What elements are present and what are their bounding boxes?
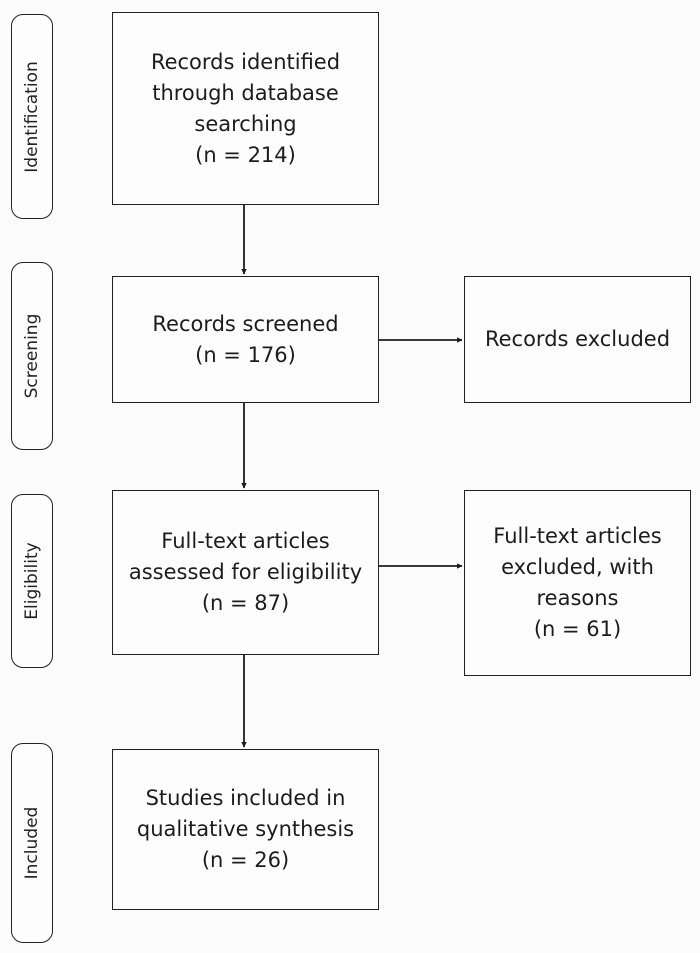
- stage-included: Included: [11, 743, 53, 943]
- records-excluded-line-1: Records excluded: [484, 327, 671, 351]
- records-screened-box: Records screened (n = 176): [112, 276, 379, 403]
- records-excluded-box: Records excluded: [464, 276, 691, 403]
- studies-included-box: Studies included in qualitative synthesi…: [112, 749, 379, 910]
- records-identified-line-2: through database: [152, 80, 339, 105]
- records-identified-line-3: searching: [194, 111, 297, 136]
- fulltext-excluded-box: Full-text articles excluded, with reason…: [464, 490, 691, 676]
- records-screened-line-1: Records screened: [152, 311, 339, 336]
- fulltext-excluded-line-3: reasons: [536, 586, 619, 610]
- studies-included-line-1: Studies included in: [145, 786, 346, 810]
- records-identified-count: (n = 214): [195, 142, 296, 167]
- records-identified-line-1: Records identified: [150, 49, 341, 74]
- stage-eligibility: Eligibility: [11, 494, 53, 668]
- studies-included-line-2: qualitative synthesis: [136, 817, 355, 841]
- fulltext-assessed-line-2: assessed for eligibility: [128, 560, 363, 584]
- fulltext-assessed-box: Full-text articles assessed for eligibil…: [112, 490, 379, 655]
- records-identified-box: Records identified through database sear…: [112, 12, 379, 205]
- fulltext-assessed-count: (n = 87): [201, 591, 290, 615]
- fulltext-excluded-count: (n = 61): [533, 617, 622, 641]
- stage-screening: Screening: [11, 262, 53, 450]
- studies-included-count: (n = 26): [201, 848, 290, 872]
- fulltext-excluded-line-2: excluded, with: [501, 555, 654, 579]
- stage-identification: Identification: [11, 14, 53, 219]
- fulltext-assessed-line-1: Full-text articles: [161, 529, 330, 553]
- records-screened-count: (n = 176): [195, 342, 296, 367]
- fulltext-excluded-line-1: Full-text articles: [493, 524, 662, 548]
